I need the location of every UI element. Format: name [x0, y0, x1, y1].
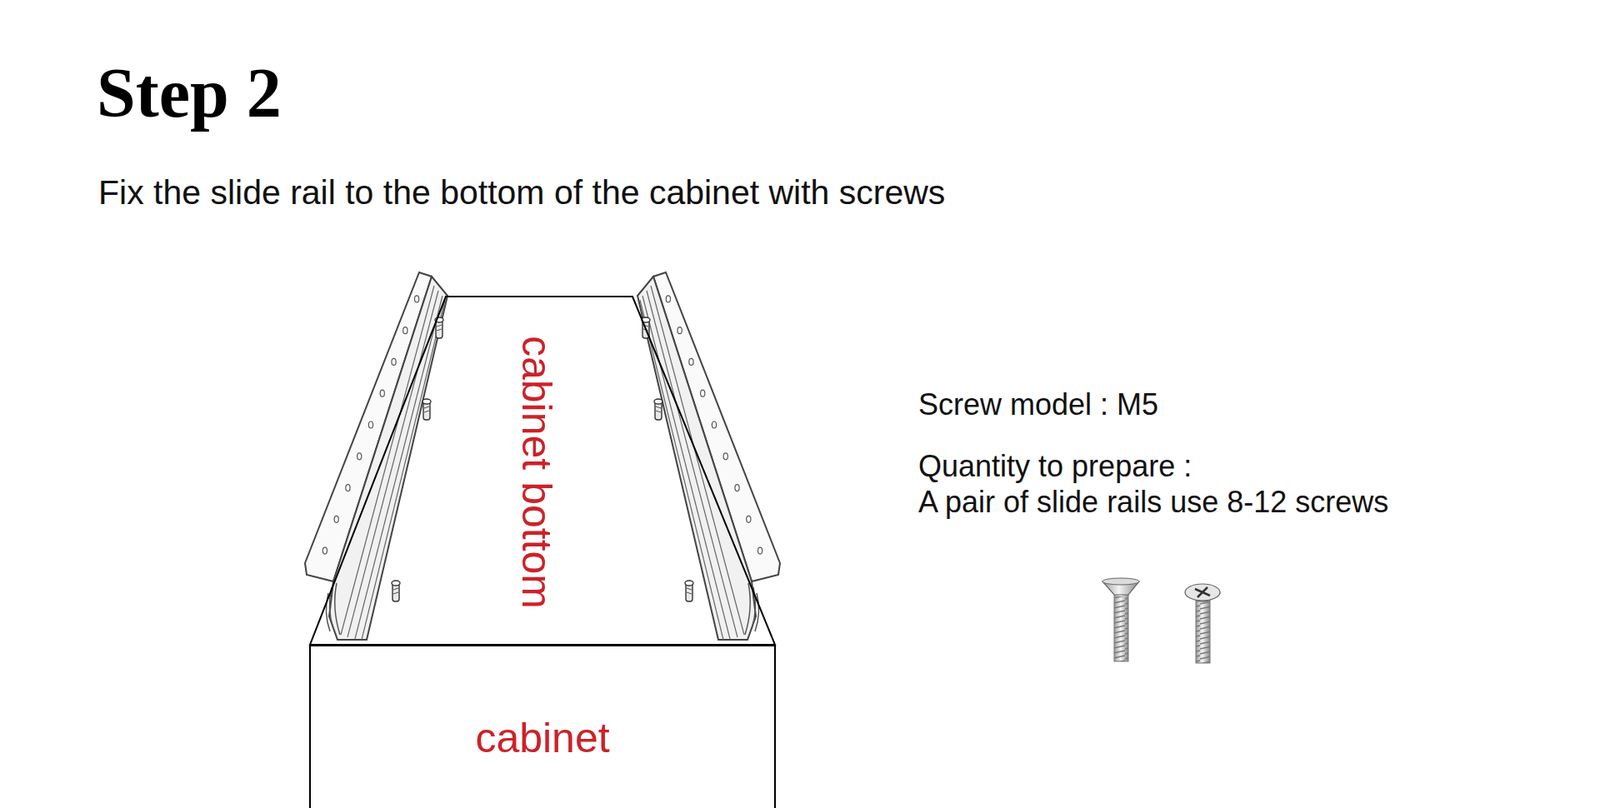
step-title: Step 2 — [96, 55, 282, 132]
flat-head-screw — [1102, 578, 1140, 662]
area-label: cabinet bottom — [513, 335, 560, 610]
trapezoid-shape — [310, 296, 775, 645]
box-label: cabinet — [475, 715, 610, 762]
quantity-note: A pair of slide rails use 8-12 screws — [918, 485, 1389, 520]
quantity-note: Quantity to prepare : — [918, 449, 1192, 484]
cabinet-box: cabinet — [309, 645, 776, 808]
instruction-text: Fix the slide rail to the bottom of the … — [98, 173, 945, 213]
right-slide-rail — [637, 272, 780, 640]
screw-model-note: Screw model : M5 — [918, 387, 1159, 422]
cabinet-bottom-area: cabinet bottom — [309, 295, 776, 645]
cross-head-screw — [1185, 584, 1220, 664]
left-slide-rail — [305, 272, 448, 640]
